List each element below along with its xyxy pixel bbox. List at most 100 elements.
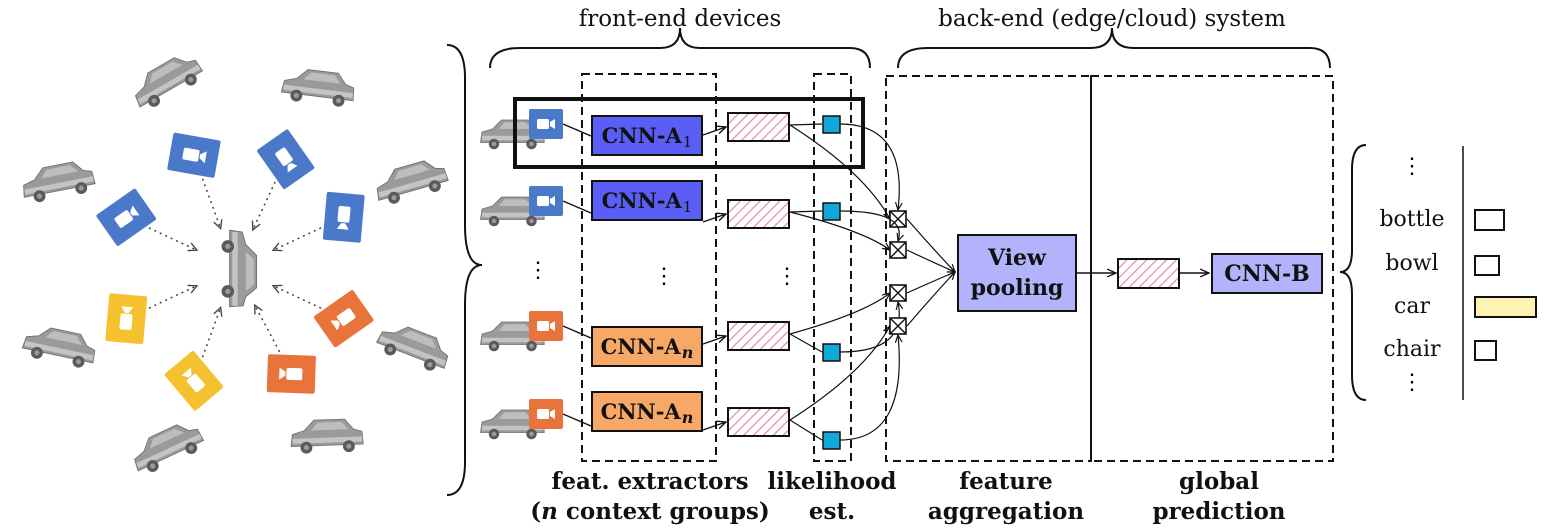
cnn-to-feature-arrow — [702, 422, 726, 431]
device-camera-icon — [529, 399, 563, 429]
class-label-bottle: bottle — [1379, 207, 1445, 232]
ring-car-view — [289, 418, 364, 455]
ring-camera-icon — [322, 191, 365, 243]
ellipsis-features: ⋮ — [776, 264, 798, 289]
camera-to-cnn-link — [562, 123, 592, 137]
feature-map — [727, 199, 790, 229]
ring-camera-icon — [95, 187, 157, 247]
view-ray — [148, 227, 197, 250]
likelihood-square — [822, 115, 841, 134]
ellipsis-cameras: ⋮ — [527, 258, 549, 283]
device-camera-icon — [529, 311, 563, 341]
cnn-a-label: CNN-A — [601, 123, 682, 148]
caption-global-line2: prediction — [1152, 498, 1286, 525]
ring-car-view — [18, 158, 98, 206]
view-ray — [253, 181, 276, 230]
caption-likelihood-line2: est. — [808, 498, 856, 525]
feature-to-mult-link — [789, 211, 890, 250]
likelihood-to-mult-link — [839, 335, 899, 441]
caption-paren-open: ( — [530, 498, 542, 525]
aggregation-links — [789, 123, 955, 441]
view-pooling-line1: View — [988, 245, 1046, 271]
view-ray — [201, 178, 221, 229]
caption-global-prediction: global prediction — [1152, 467, 1285, 527]
likelihood-square — [822, 431, 841, 450]
score-bar-chair — [1474, 340, 1497, 361]
likelihood-to-mult-link — [839, 210, 899, 241]
back-end-brace — [897, 27, 1331, 69]
view-ray — [255, 305, 281, 353]
feature-to-likelihood-link — [789, 333, 823, 353]
caption-feature-line1: feature — [959, 468, 1053, 495]
feature-map — [727, 112, 790, 142]
dashed-regions — [581, 73, 1334, 462]
cnn-a-label: CNN-A — [600, 399, 681, 424]
likelihood-square — [822, 202, 841, 221]
ellipsis-classes-top: ⋮ — [1401, 154, 1423, 179]
ring-car-view — [20, 322, 99, 371]
feat-extractor-region — [581, 73, 717, 462]
view-ray — [148, 286, 197, 309]
ring-camera-icon — [105, 293, 148, 345]
view-ray — [201, 307, 221, 358]
feature-to-likelihood-link — [789, 419, 823, 441]
feature-aggregation-region — [885, 75, 1092, 462]
ring-camera-icon — [256, 128, 316, 190]
view-pooling-box: View pooling — [957, 234, 1077, 312]
cnn-to-feature-arrow — [702, 336, 726, 345]
ring-car-view — [126, 416, 208, 479]
cnn-a-subscript: n — [681, 343, 694, 362]
class-label-car: car — [1394, 294, 1430, 319]
center-object-car — [221, 229, 258, 308]
feature-to-mult-link — [789, 326, 890, 421]
cnn-to-feature-arrow — [702, 214, 726, 223]
left-brace — [446, 44, 483, 496]
camera-ring-illustration — [18, 48, 454, 479]
multiplier-node — [889, 210, 907, 228]
cnn-a-label: CNN-A — [600, 334, 681, 359]
caption-feature-aggregation: feature aggregation — [928, 467, 1084, 527]
likelihood-to-mult-link — [839, 123, 899, 210]
caption-context-groups: context groups) — [557, 498, 770, 525]
caption-n: n — [541, 498, 558, 525]
camera-to-cnn-link — [562, 413, 592, 427]
feature-map — [727, 407, 790, 437]
likelihood-square — [822, 343, 841, 362]
feature-to-likelihood-link — [789, 123, 823, 126]
multiplier-node — [889, 241, 907, 259]
view-ray — [273, 286, 322, 309]
back-end-header: back-end (edge/cloud) system — [938, 6, 1286, 32]
ellipsis-extractors: ⋮ — [653, 264, 675, 289]
multiplier-node — [889, 284, 907, 302]
highlighted-device-box — [513, 97, 865, 169]
feature-map — [727, 321, 790, 351]
mult-to-pooling-arrow — [906, 272, 955, 327]
likelihood-to-mult-link — [839, 302, 899, 353]
camera-to-cnn-link — [562, 200, 592, 214]
caption-likelihood-line1: likelihood — [767, 468, 897, 495]
class-brace — [1339, 144, 1367, 401]
view-ray — [273, 227, 322, 250]
caption-feat-extractors-line1: feat. extractors — [551, 468, 749, 495]
caption-feat-extractors-line2: (n context groups) — [530, 497, 769, 527]
mult-to-pooling-arrow — [906, 218, 955, 272]
cnn-b-feature-map — [1117, 258, 1180, 289]
ring-car-view — [279, 66, 357, 109]
cnn-to-feature-arrow — [702, 127, 726, 136]
caption-global-line1: global — [1179, 468, 1259, 495]
cnn-b-box: CNN-B — [1211, 253, 1323, 294]
score-bar-bowl — [1474, 255, 1500, 276]
caption-likelihood: likelihood est. — [767, 467, 896, 527]
device-camera-icon — [529, 186, 563, 216]
ring-car-view — [373, 318, 454, 376]
caption-feat-extractors: feat. extractors (n context groups) — [530, 467, 769, 527]
front-end-header: front-end devices — [578, 6, 782, 32]
cnn-a-subscript: n — [681, 408, 694, 427]
score-bar-car — [1474, 296, 1537, 318]
ring-camera-icon — [313, 289, 375, 349]
view-pooling-line2: pooling — [970, 275, 1064, 301]
camera-to-cnn-link — [562, 325, 592, 339]
class-label-bowl: bowl — [1385, 251, 1439, 276]
